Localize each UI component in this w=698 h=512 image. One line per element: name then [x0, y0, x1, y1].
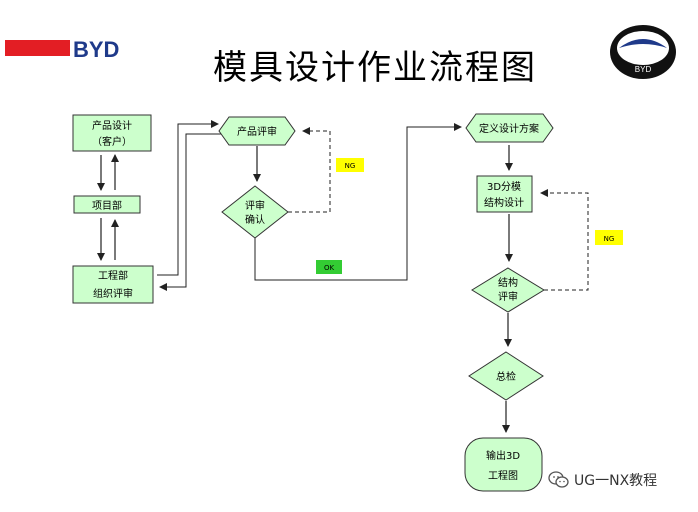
node-product-review-label: 产品评审 [237, 125, 277, 138]
label-ok-text: OK [324, 264, 335, 272]
label-ng-1-text: NG [345, 162, 356, 170]
connector-ok-path [254, 123, 462, 281]
node-product-design: 产品设计 （客户） [72, 114, 152, 152]
connector-ng-loop-2 [540, 189, 589, 291]
logo-text: BYD [73, 37, 119, 62]
node-project-dept: 项目部 [73, 195, 141, 214]
node-product-review: 产品评审 [218, 116, 296, 146]
label-ok: OK [316, 260, 342, 274]
badge-text: BYD [635, 65, 652, 74]
node-final-check-label: 总检 [496, 370, 516, 383]
node-define-plan-label: 定义设计方案 [479, 122, 539, 135]
node-output-3d-line2: 工程图 [488, 470, 518, 482]
byd-logo: BYD [5, 37, 119, 62]
node-output-3d: 输出3D 工程图 [464, 437, 543, 492]
node-final-check: 总检 [468, 351, 544, 401]
node-structure-review: 结构 评审 [471, 267, 545, 313]
wechat-icon [548, 471, 569, 488]
node-structure-review-line2: 评审 [498, 290, 518, 303]
watermark: UG一NX教程 [548, 470, 657, 490]
node-engineering-dept-line1: 工程部 [98, 269, 128, 282]
label-ng-2-text: NG [604, 235, 615, 243]
node-project-dept-label: 项目部 [92, 199, 122, 212]
page-title: 模具设计作业流程图 [213, 48, 537, 88]
byd-badge: BYD [610, 25, 676, 79]
node-review-confirm-line1: 评审 [245, 199, 265, 212]
node-review-confirm-line2: 确认 [245, 213, 265, 226]
label-ng-1: NG [336, 158, 364, 172]
badge-swoosh [619, 39, 667, 48]
node-design-3d: 3D分模 结构设计 [476, 175, 533, 213]
badge-inner [617, 31, 669, 65]
node-product-design-line2: （客户） [92, 135, 132, 148]
watermark-text: UG一NX教程 [574, 473, 658, 489]
node-design-3d-line1: 3D分模 [487, 181, 521, 193]
label-ng-2: NG [595, 230, 623, 245]
connector-review-to-eng [159, 133, 224, 291]
logo-red-bar [5, 40, 70, 56]
node-structure-review-line1: 结构 [498, 276, 518, 289]
node-product-design-line1: 产品设计 [92, 119, 132, 132]
node-output-3d-line1: 输出3D [486, 449, 520, 462]
node-review-confirm: 评审 确认 [221, 185, 289, 239]
connector-eng-to-review [157, 120, 219, 276]
node-define-plan: 定义设计方案 [465, 113, 554, 143]
node-design-3d-line2: 结构设计 [484, 196, 524, 209]
connector-ng-loop-1 [288, 127, 331, 213]
node-engineering-dept: 工程部 组织评审 [72, 265, 154, 304]
node-engineering-dept-line2: 组织评审 [93, 287, 133, 300]
